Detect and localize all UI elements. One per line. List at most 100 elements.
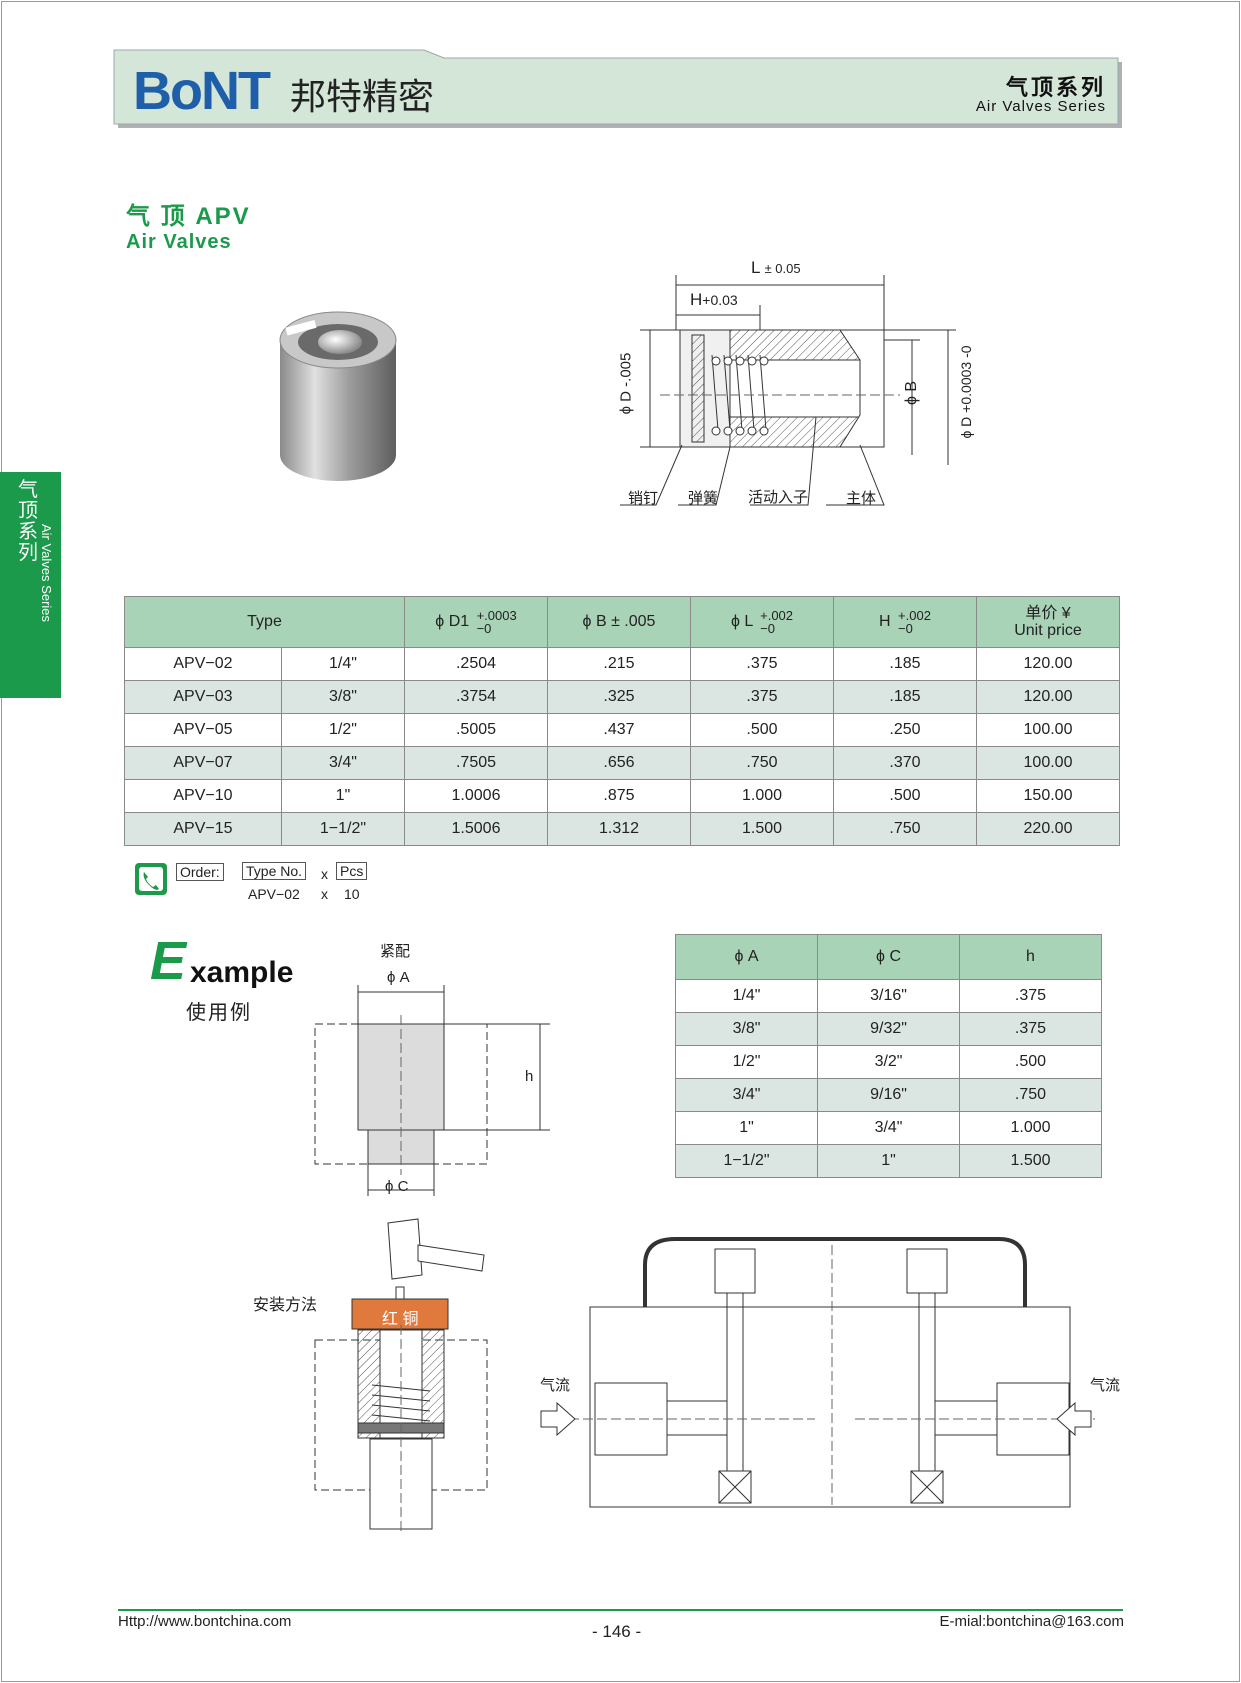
table-row: 1/4"3/16".375 xyxy=(674,979,1102,1013)
dim-B: ϕ B xyxy=(903,380,921,406)
part-label-insert: 活动入子 xyxy=(748,489,809,506)
cell-model: APV−03 xyxy=(124,680,282,714)
product-title-cn: 气 顶 APV xyxy=(126,203,251,230)
spec-table: Type ϕ D1 +.0003−0 ϕ B ± .005 ϕ L +.002−… xyxy=(124,596,1120,846)
spec-table-header: Type ϕ D1 +.0003−0 ϕ B ± .005 ϕ L +.002−… xyxy=(124,596,1120,648)
install-label-cn: 安装方法 xyxy=(253,1297,318,1314)
cell-price: 220.00 xyxy=(976,812,1120,846)
cell-l: 1.000 xyxy=(690,779,834,813)
order-example-x: x xyxy=(321,886,328,902)
part-label-body: 主体 xyxy=(846,490,877,507)
col-h-label: H xyxy=(879,613,891,631)
fit-label-cn: 紧配 xyxy=(380,943,411,960)
cell-model: APV−10 xyxy=(124,779,282,813)
fit-label-a: ϕ A xyxy=(387,969,410,986)
fit-cell-h: .375 xyxy=(959,1012,1102,1046)
product-title-en: Air Valves xyxy=(126,231,232,253)
cell-h: .250 xyxy=(833,713,977,747)
col-l-label: ϕ L xyxy=(730,613,753,631)
table-row: 1/2"3/2".500 xyxy=(674,1045,1102,1079)
fit-cell-a: 1−1/2" xyxy=(674,1144,819,1178)
cell-d1: 1.5006 xyxy=(404,812,548,846)
cell-price: 100.00 xyxy=(976,713,1120,747)
table-row: 1"3/4"1.000 xyxy=(674,1111,1102,1145)
cell-model: APV−07 xyxy=(124,746,282,780)
brand-logo: BoNT xyxy=(133,61,271,121)
order-type-no-text: Type No. xyxy=(242,862,307,880)
cell-price: 120.00 xyxy=(976,647,1120,681)
fit-col-a: ϕ A xyxy=(674,934,819,980)
col-d1: ϕ D1 +.0003−0 xyxy=(404,596,548,648)
cell-b: .656 xyxy=(547,746,691,780)
dim-H-tol: +0.03 xyxy=(702,292,738,308)
fit-cell-c: 3/16" xyxy=(817,979,960,1013)
fit-cell-h: 1.500 xyxy=(959,1144,1102,1178)
dim-L: L ± 0.05 xyxy=(751,258,801,278)
phone-icon xyxy=(135,863,167,895)
dim-L-tol: ± 0.05 xyxy=(764,261,801,276)
footer-email[interactable]: E-mial:bontchina@163.com xyxy=(939,1613,1124,1630)
dim-H: H+0.03 xyxy=(690,290,738,310)
cell-price: 120.00 xyxy=(976,680,1120,714)
header-band xyxy=(113,49,1122,128)
fit-cell-h: .500 xyxy=(959,1045,1102,1079)
fit-cell-a: 1/4" xyxy=(674,979,819,1013)
cell-b: .215 xyxy=(547,647,691,681)
col-price: 单价 ¥ Unit price xyxy=(976,596,1120,648)
order-label: Order: xyxy=(176,863,224,881)
order-type-no: Type No. xyxy=(242,862,307,880)
cell-size: 1/2" xyxy=(280,713,406,747)
cell-model: APV−05 xyxy=(124,713,282,747)
fit-cell-a: 1" xyxy=(674,1111,819,1145)
part-label-pin: 销钉 xyxy=(628,490,659,507)
side-tab-en: Air Valves Series xyxy=(39,524,54,623)
product-photo xyxy=(279,311,397,481)
cell-price: 150.00 xyxy=(976,779,1120,813)
cell-l: .375 xyxy=(690,680,834,714)
dim-L-symbol: L xyxy=(751,258,760,277)
order-label-text: Order: xyxy=(176,863,224,881)
series-title-en: Air Valves Series xyxy=(975,98,1106,115)
order-pcs: Pcs xyxy=(336,862,368,880)
cell-l: .375 xyxy=(690,647,834,681)
col-h: H +.002−0 xyxy=(833,596,977,648)
cell-d1: .5005 xyxy=(404,713,548,747)
airflow-right-label: 气流 xyxy=(1090,1377,1121,1394)
order-pcs-text: Pcs xyxy=(336,862,368,880)
col-d1-tol-bot: −0 xyxy=(476,621,492,636)
fit-cell-c: 1" xyxy=(817,1144,960,1178)
cell-size: 3/4" xyxy=(280,746,406,780)
col-l: ϕ L +.002−0 xyxy=(690,596,834,648)
col-b: ϕ B ± .005 xyxy=(547,596,691,648)
side-tab xyxy=(0,472,61,698)
fit-label-c: ϕ C xyxy=(385,1178,409,1195)
footer-divider xyxy=(118,1609,1123,1611)
part-label-spring: 弹簧 xyxy=(688,490,719,507)
order-x: x xyxy=(321,866,328,882)
cell-model: APV−02 xyxy=(124,647,282,681)
cell-size: 1" xyxy=(280,779,406,813)
col-price-cn: 单价 ¥ xyxy=(1025,605,1071,622)
footer-url[interactable]: Http://www.bontchina.com xyxy=(118,1613,292,1630)
brand-name-cn: 邦特精密 xyxy=(290,77,435,118)
cell-b: .325 xyxy=(547,680,691,714)
example-heading-cn: 使用例 xyxy=(186,1002,252,1024)
cell-b: 1.312 xyxy=(547,812,691,846)
cell-b: .875 xyxy=(547,779,691,813)
fit-col-h: h xyxy=(959,934,1102,980)
fit-cell-a: 3/4" xyxy=(674,1078,819,1112)
cell-l: .500 xyxy=(690,713,834,747)
series-title-cn: 气顶系列 xyxy=(1005,75,1106,100)
cell-h: .370 xyxy=(833,746,977,780)
dim-D-left: ϕ D -.005 xyxy=(617,352,635,415)
fit-cell-c: 3/4" xyxy=(817,1111,960,1145)
fit-cell-h: .375 xyxy=(959,979,1102,1013)
cell-l: 1.500 xyxy=(690,812,834,846)
col-l-tol-bot: −0 xyxy=(760,621,775,636)
example-heading-rest: xample xyxy=(190,956,294,989)
